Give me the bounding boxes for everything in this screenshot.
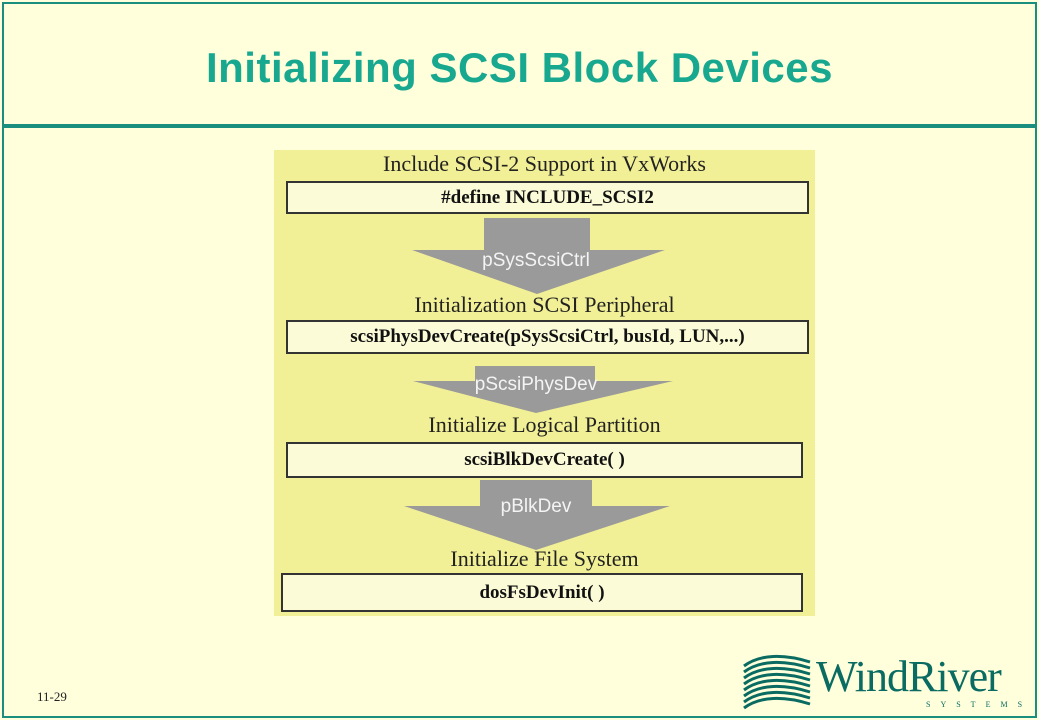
arrow-2-label: pScsiPhysDev: [474, 374, 598, 395]
arrow-1-label: pSysScsiCtrl: [482, 250, 590, 271]
logo-wave-icon: [743, 654, 811, 710]
arrow-1-shape: [412, 218, 665, 294]
arrow-3-label: pBlkDev: [500, 496, 572, 517]
step-2-code-box: scsiPhysDevCreate(pSysScsiCtrl, busId, L…: [286, 320, 809, 354]
step-4-heading: Initialize File System: [450, 546, 639, 571]
slide-title: Initializing SCSI Block Devices: [205, 44, 834, 91]
step-3-heading: Initialize Logical Partition: [428, 412, 661, 437]
step-2-heading: Initialization SCSI Peripheral: [414, 292, 675, 317]
logo-subtitle: SYSTEMS: [926, 700, 1033, 709]
step-1-heading: Include SCSI-2 Support in VxWorks: [383, 151, 706, 176]
title-band: Initializing SCSI Block Devices: [4, 4, 1035, 128]
arrow-3-shape: [404, 480, 670, 550]
logo-wordmark: WindRiver: [816, 652, 1002, 701]
arrow-2-shape: [413, 366, 673, 413]
step-1-code-box: #define INCLUDE_SCSI2: [286, 181, 809, 214]
page-number: 11-29: [37, 689, 67, 704]
flow-diagram: Include SCSI-2 Support in VxWorks #defin…: [274, 150, 815, 616]
step-3-code-box: scsiBlkDevCreate( ): [286, 442, 803, 478]
windriver-logo: WindRiver SYSTEMS: [740, 650, 1030, 712]
arrow-layer: [404, 218, 673, 550]
step-4-code-box: dosFsDevInit( ): [281, 573, 803, 612]
